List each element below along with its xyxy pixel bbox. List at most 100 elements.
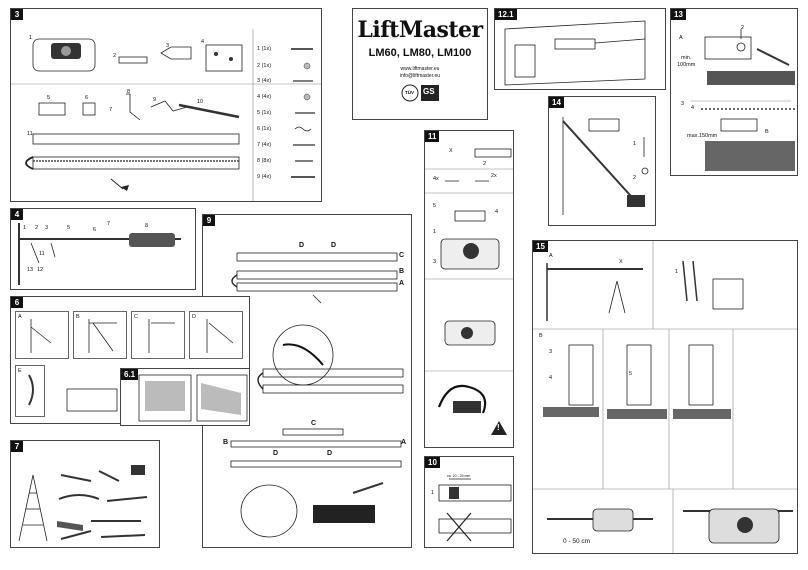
step-number-4: 4 [11, 209, 23, 220]
door-type-e: E [15, 365, 45, 417]
step-number-11: 11 [425, 131, 440, 142]
step-number-13: 13 [671, 9, 686, 20]
label-4: 4 [549, 375, 553, 381]
label-3: 3 [549, 349, 553, 355]
panel-step-4: 4 1 2 3 5 6 7 8 11 12 13 [10, 208, 196, 290]
part-label-9: 9 [153, 97, 157, 103]
part-label-5: 5 [47, 95, 51, 101]
panel-step-11: 11 X 2 4x 2x 5 1 3 4 ! [424, 130, 514, 448]
tuv-mark-icon: TÜV [405, 90, 414, 95]
label-1: 1 [431, 490, 435, 496]
label-d-1: D [299, 242, 305, 249]
part-label-2: 2 [113, 53, 117, 59]
contact-info: www.liftmaster.eu info@liftmaster.eu [353, 66, 487, 80]
step-number-7: 7 [11, 441, 23, 452]
panel-step-12-1: 12.1 [494, 8, 666, 90]
label-13: 13 [27, 267, 34, 273]
label-b: B [539, 333, 543, 339]
label-qty-4x: 4x [433, 176, 439, 182]
panel-6-illustration [28, 319, 234, 412]
step-number-10: 10 [425, 457, 440, 468]
panel-11-illustration [425, 148, 513, 435]
label-d-3: D [273, 450, 279, 457]
door-type-a-label: A [18, 314, 22, 320]
panel-step-7: 7 [10, 440, 160, 548]
parts-qty-7: 7 (4x) [257, 142, 272, 148]
panel-step-6-1: 6.1 [120, 368, 250, 426]
panel-15-illustration [533, 241, 797, 553]
label-4: 4 [495, 209, 499, 215]
label-1: 1 [433, 229, 437, 235]
measure-label: ca. 20 - 25 mm [447, 474, 471, 478]
label-a-2: A [401, 439, 407, 446]
panel-9-illustration [230, 252, 404, 538]
panel-step-3: 3 1 2 3 4 5 [10, 8, 322, 202]
label-qty-2x: 2x [491, 173, 497, 179]
panel-6-1-illustration [138, 374, 248, 422]
range-label: 0 - 50 cm [563, 538, 591, 545]
parts-qty-1: 1 (1x) [257, 46, 272, 52]
label-1: 1 [23, 225, 27, 231]
label-11: 11 [39, 251, 45, 257]
door-type-d-label: D [192, 314, 196, 320]
panel-10-illustration [438, 478, 512, 542]
label-a: A [399, 280, 405, 287]
step-number-3: 3 [11, 9, 23, 20]
website-text: www.liftmaster.eu [400, 66, 440, 72]
warning-triangle-icon: ! [497, 423, 500, 432]
panel-13-illustration [691, 29, 797, 171]
label-min: min. [681, 55, 692, 61]
parts-qty-4: 4 (4x) [257, 94, 272, 100]
label-d-4: D [327, 450, 333, 457]
liftmaster-logo: LiftMaster [357, 17, 483, 43]
door-type-b: B [73, 311, 127, 359]
parts-qty-8: 8 (8x) [257, 158, 272, 164]
part-label-10: 10 [197, 99, 204, 105]
label-max: max.150mm [687, 133, 718, 139]
panel-step-10: 10 ca. 20 - 25 mm 1 [424, 456, 514, 548]
door-type-e-label: E [18, 368, 22, 374]
label-min-value: 100mm [677, 62, 696, 68]
part-label-3: 3 [166, 43, 170, 49]
part-label-1: 1 [29, 35, 33, 41]
panel-3-illustration [11, 29, 321, 201]
panel-step-15: 15 A X 1 B 3 4 5 0 - 50 cm [532, 240, 798, 554]
label-x: X [619, 259, 623, 265]
label-b-2: B [223, 439, 229, 446]
door-type-c: C [131, 311, 185, 359]
label-2: 2 [483, 161, 487, 167]
brand-cover: LiftMaster LM60, LM80, LM100 www.liftmas… [352, 8, 488, 120]
parts-qty-6: 6 (1x) [257, 126, 272, 132]
label-7: 7 [107, 221, 111, 227]
parts-qty-3: 3 (4x) [257, 78, 272, 84]
label-6: 6 [93, 227, 97, 233]
part-label-11: 11 [27, 131, 33, 137]
label-1: 1 [633, 141, 637, 147]
label-3: 3 [45, 225, 49, 231]
step-number-6-1: 6.1 [121, 369, 139, 380]
door-type-b-label: B [76, 314, 80, 320]
part-label-4: 4 [201, 39, 205, 45]
label-2: 2 [741, 25, 745, 31]
label-a: A [549, 253, 553, 259]
part-label-7: 7 [109, 107, 113, 113]
label-5: 5 [433, 203, 437, 209]
door-type-d: D [189, 311, 243, 359]
step-number-6: 6 [11, 297, 23, 308]
label-c: C [399, 252, 405, 259]
label-x: X [449, 148, 453, 154]
gs-mark-icon: GS [423, 87, 435, 96]
label-2: 2 [633, 175, 637, 181]
step-number-15: 15 [533, 241, 548, 252]
part-label-8: 8 [127, 89, 131, 95]
label-b: B [765, 129, 769, 135]
step-number-12-1: 12.1 [495, 9, 517, 20]
step-number-9: 9 [203, 215, 215, 226]
parts-qty-2: 2 (1x) [257, 63, 272, 69]
door-type-a: A [15, 311, 69, 359]
parts-qty-9: 9 (4x) [257, 174, 272, 180]
label-12: 12 [37, 267, 44, 273]
panel-step-14: 14 1 2 [548, 96, 656, 226]
door-type-c-label: C [134, 314, 138, 320]
label-a: A [679, 35, 683, 41]
